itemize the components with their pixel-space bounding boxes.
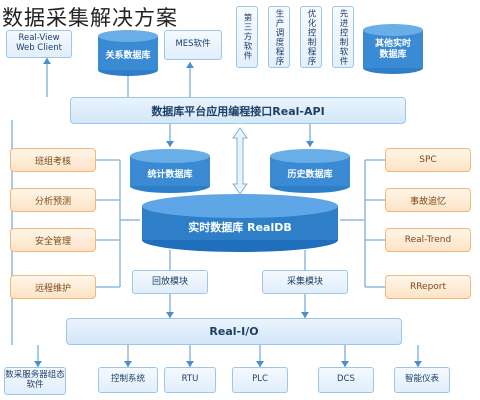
rtu-box: RTU	[164, 367, 216, 393]
real-io-bar: Real-I/O	[66, 318, 402, 345]
history-db-label: 历史数据库	[287, 169, 333, 180]
team-assessment-module: 班组考核	[10, 148, 96, 172]
rreport-module: RReport	[385, 275, 471, 299]
relational-db-label: 关系数据库	[105, 50, 151, 61]
optimization-control-box: 优化控制程序	[300, 6, 322, 68]
realtime-db-label: 实时数据库 RealDB	[188, 221, 292, 234]
analysis-forecast-module: 分析预测	[10, 188, 96, 212]
advanced-control-box: 先进控制软件	[332, 6, 354, 68]
page-title: 数据采集解决方案	[2, 6, 178, 30]
stats-db-label: 统计数据库	[147, 169, 193, 180]
web-client-box: Real-View Web Client	[6, 30, 72, 58]
collection-server-config-box: 数采服务器组态软件	[4, 367, 66, 395]
other-realtime-db-label: 其他实时 数据库	[374, 39, 411, 60]
third-party-software-box: 第三方软件	[236, 6, 258, 68]
mes-box: MES软件	[164, 30, 222, 60]
dcs-box: DCS	[318, 367, 374, 393]
incident-recall-module: 事故追忆	[385, 188, 471, 212]
remote-maintenance-module: 远程维护	[10, 275, 96, 299]
real-trend-module: Real-Trend	[385, 228, 471, 252]
smart-instrument-box: 智能仪表	[394, 367, 450, 393]
real-api-bar: 数据库平台应用编程接口Real-API	[70, 97, 406, 124]
production-scheduling-box: 生产调度程序	[268, 6, 290, 68]
playback-module: 回放模块	[132, 270, 208, 294]
safety-management-module: 安全管理	[10, 228, 96, 252]
control-system-box: 控制系统	[98, 367, 158, 393]
plc-box: PLC	[232, 367, 288, 393]
collection-module: 采集模块	[262, 270, 348, 294]
spc-module: SPC	[385, 148, 471, 172]
